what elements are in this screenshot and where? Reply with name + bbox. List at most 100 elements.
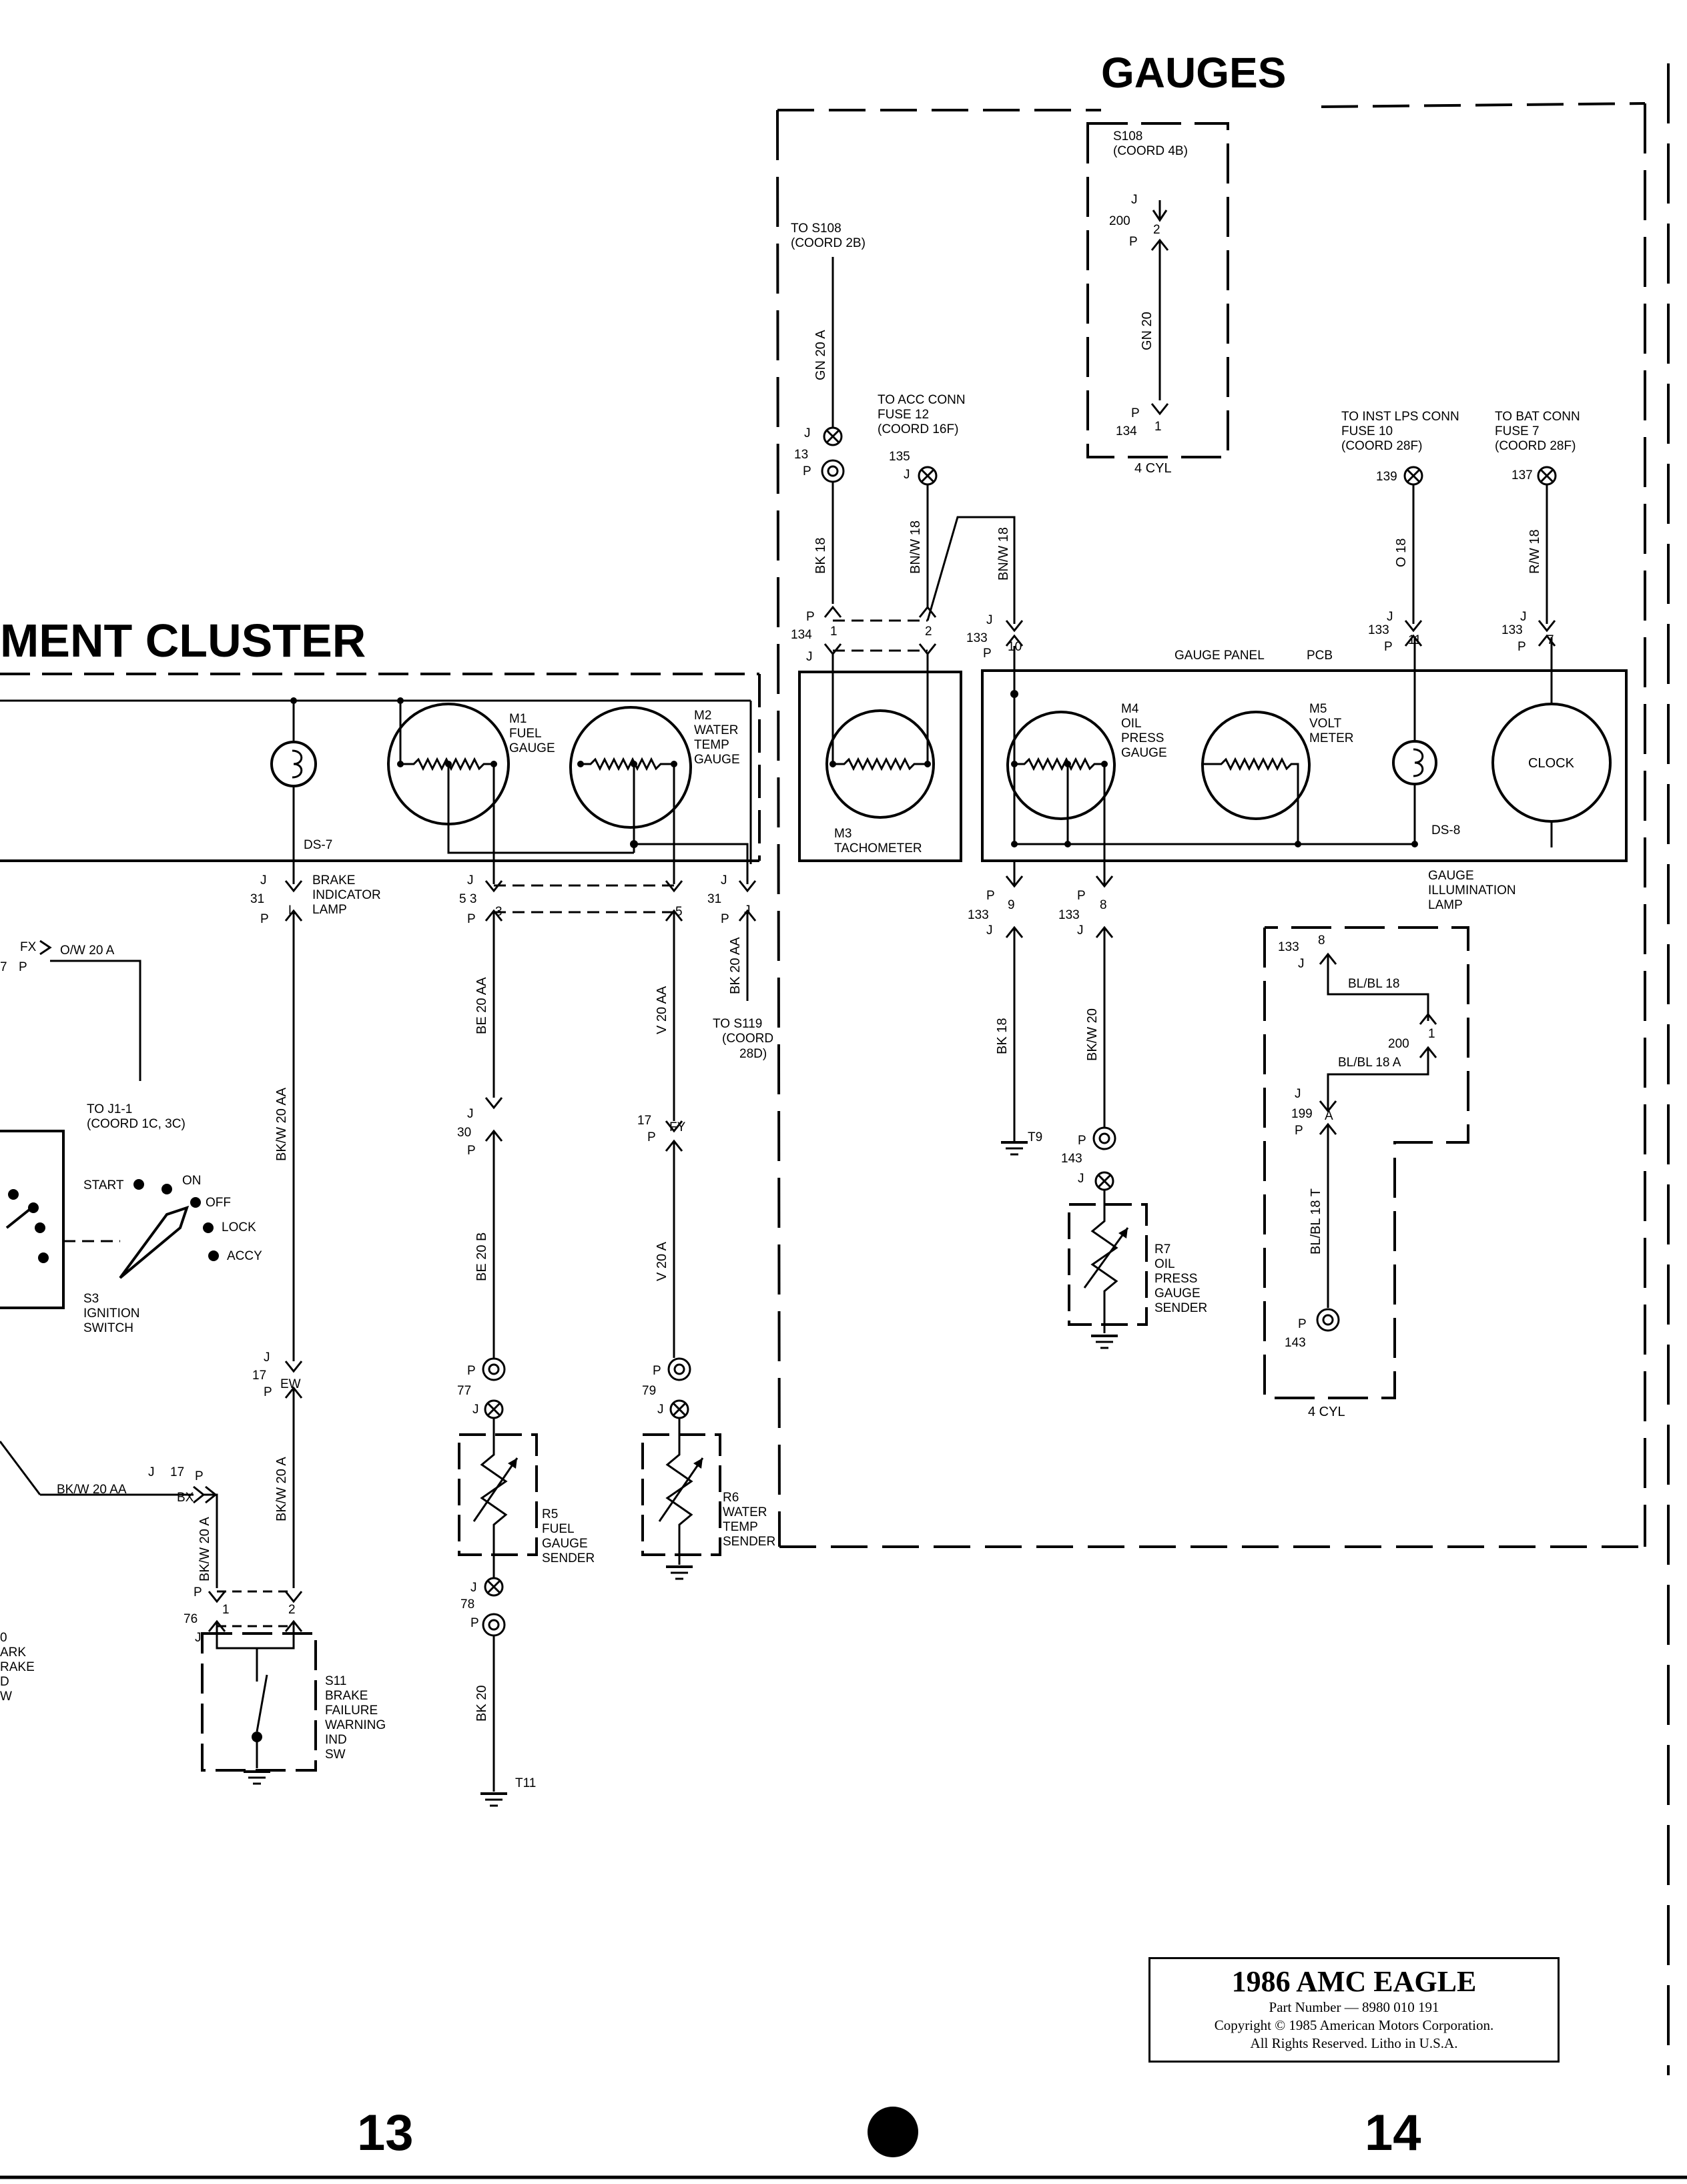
diagram-label: J xyxy=(1298,957,1305,971)
gauges-header: GAUGES xyxy=(1101,49,1287,97)
diagram-label: J xyxy=(986,613,993,627)
diagram-label: 5 xyxy=(675,905,683,919)
diagram-label: J xyxy=(744,903,751,918)
s108-coord: (COORD 4B) xyxy=(1113,144,1188,158)
diagram-label: P xyxy=(260,912,269,926)
oil-press-circuit: P 133 J 9 BK 18 T9 P 133 J 8 BK/W 20 P 1… xyxy=(968,861,1207,1349)
diagram-label: 13 xyxy=(794,448,808,462)
diagram-label: 3 xyxy=(495,905,502,919)
diagram-label: BRAKE xyxy=(325,1689,368,1703)
diagram-label: 7 xyxy=(0,960,7,974)
diagram-label: TEMP xyxy=(694,738,729,752)
wire-o18: O 18 xyxy=(1394,538,1409,567)
diagram-label: 1 xyxy=(1428,1027,1435,1041)
diagram-label: ILLUMINATION xyxy=(1428,883,1516,897)
diagram-label: BX xyxy=(177,1491,194,1505)
s3-label: S3 xyxy=(83,1292,99,1306)
diagram-label: P xyxy=(470,1616,479,1630)
diagram-label: 8 xyxy=(1100,898,1107,912)
diagram-label: ON xyxy=(182,1174,202,1188)
diagram-label: START xyxy=(83,1178,124,1192)
m5-label: M5 xyxy=(1309,702,1327,716)
diagram-label: SWITCH xyxy=(83,1321,133,1335)
diagram-label: (COORD 28F) xyxy=(1495,439,1576,453)
diagram-label: P xyxy=(264,1385,272,1399)
diagram-label: 200 xyxy=(1388,1037,1409,1051)
diagram-label: GAUGE xyxy=(1121,746,1167,760)
diagram-label: EW xyxy=(280,1377,301,1391)
gauge-panel-pcb: GAUGE PANEL PCB J 133 P 10 M4 OIL PRESS … xyxy=(966,613,1628,912)
diagram-label: P xyxy=(467,1364,476,1378)
diagram-label: WATER xyxy=(723,1505,767,1519)
ds8-label: DS-8 xyxy=(1431,823,1460,837)
diagram-label: J xyxy=(148,1465,155,1479)
diagram-label: ARK xyxy=(0,1646,26,1660)
diagram-label: 2 xyxy=(288,1603,296,1617)
diagram-label: LAMP xyxy=(312,903,347,917)
diagram-label: TO ACC CONN xyxy=(878,393,966,407)
wire-bkw20aa-v: BK/W 20 AA xyxy=(274,1087,289,1161)
wire-be20aa: BE 20 AA xyxy=(474,977,489,1034)
title-block-part: Part Number — 8980 010 191 xyxy=(1269,1999,1439,2015)
diagram-label: IND xyxy=(325,1733,347,1747)
m2-label: M2 xyxy=(694,709,711,723)
diagram-label: GAUGE PANEL xyxy=(1174,649,1265,663)
diagram-label: METER xyxy=(1309,731,1354,745)
diagram-label: P xyxy=(467,1144,476,1158)
diagram-label: 9 xyxy=(1008,898,1015,912)
diagram-label: 199 xyxy=(1291,1107,1313,1121)
diagram-label: TEMP xyxy=(723,1520,758,1534)
diagram-label: (COORD 2B) xyxy=(791,236,866,250)
diagram-label: P xyxy=(1131,406,1140,420)
diagram-label: SENDER xyxy=(723,1535,775,1549)
four-cyl-top: 4 CYL xyxy=(1134,461,1172,476)
diagram-label: 133 xyxy=(1058,908,1080,922)
ds7-label: DS-7 xyxy=(304,838,332,852)
diagram-label: W xyxy=(0,1690,12,1704)
diagram-label: J xyxy=(657,1403,664,1417)
s11-label: S11 xyxy=(325,1674,346,1688)
diagram-label: SENDER xyxy=(542,1551,595,1565)
diagram-label: PCB xyxy=(1307,649,1333,663)
diagram-label: 30 xyxy=(457,1126,471,1140)
diagram-label: J xyxy=(721,873,727,887)
diagram-label: J xyxy=(467,873,474,887)
diagram-label: 17 xyxy=(252,1369,266,1383)
diagram-label: (COORD 28F) xyxy=(1341,439,1422,453)
wire-gn20a: GN 20 A xyxy=(813,330,828,380)
title-block-title: 1986 AMC EAGLE xyxy=(1231,1965,1477,1998)
diagram-label: (COORD 1C, 3C) xyxy=(87,1117,186,1131)
fuse-feeds: TO INST LPS CONN FUSE 10 (COORD 28F) 139… xyxy=(1341,410,1580,654)
diagram-label: J xyxy=(472,1403,479,1417)
diagram-label: 133 xyxy=(1501,623,1523,637)
center-dot xyxy=(868,2107,918,2157)
title-block: 1986 AMC EAGLE Part Number — 8980 010 19… xyxy=(1148,1957,1560,2063)
diagram-label: WARNING xyxy=(325,1718,386,1732)
diagram-label: 77 xyxy=(457,1384,471,1398)
diagram-label: 1 xyxy=(222,1603,230,1617)
diagram-label: J xyxy=(470,1581,477,1595)
diagram-label: J xyxy=(804,426,811,440)
diagram-label: OIL xyxy=(1154,1257,1175,1271)
diagram-label: P xyxy=(983,647,992,661)
diagram-label: TO S119 xyxy=(713,1017,762,1031)
m4-label: M4 xyxy=(1121,702,1139,716)
diagram-label: 31 xyxy=(707,892,721,906)
diagram-label: 28D) xyxy=(739,1047,767,1061)
diagram-label: 7 xyxy=(1547,633,1554,647)
diagram-label: BL/BL 18 xyxy=(1348,977,1399,991)
diagram-label: GAUGE xyxy=(694,753,740,767)
diagram-label: D xyxy=(0,1675,9,1689)
diagram-label: LOCK xyxy=(222,1220,256,1234)
diagram-label: 17 xyxy=(637,1114,651,1128)
diagram-label: J xyxy=(1295,1087,1301,1101)
diagram-label: 1 xyxy=(830,625,837,639)
instrument-cluster-header: MENT CLUSTER xyxy=(0,615,366,667)
diagram-label: P xyxy=(1295,1124,1303,1138)
diagram-label: P xyxy=(647,1130,656,1144)
diagram-label: 135 xyxy=(889,450,910,464)
wire-bkw20a-v: BK/W 20 A xyxy=(274,1457,289,1521)
diagram-label: J xyxy=(264,1351,270,1365)
wire-gn20: GN 20 xyxy=(1140,312,1154,350)
